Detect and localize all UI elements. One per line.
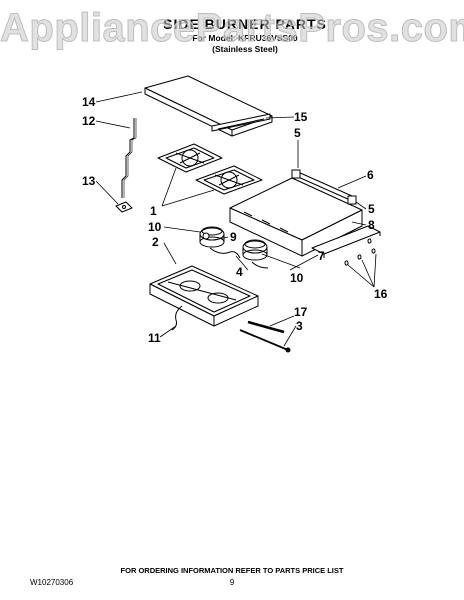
part-8-burner-box [229, 177, 363, 257]
model-line: For Model: KFRU36VSS00 [192, 33, 298, 43]
callout-11: 11 [148, 331, 161, 345]
part-13-clip [115, 201, 133, 213]
part-14-cover [144, 75, 273, 137]
part-10-burner-right [242, 239, 268, 261]
part-11-wire [171, 305, 183, 331]
callout-8: 8 [368, 218, 375, 232]
callout-3: 3 [296, 319, 303, 333]
callout-6: 6 [367, 168, 374, 182]
part-12-bracket [121, 118, 135, 198]
part-16-screws [344, 238, 376, 266]
part-15-strip [211, 113, 271, 132]
callout-10-left: 10 [148, 220, 162, 234]
part-17-rod [247, 320, 285, 334]
callout-12: 12 [82, 114, 96, 128]
callout-15: 15 [294, 110, 308, 124]
leader-lines [95, 91, 377, 347]
callout-1: 1 [150, 204, 157, 218]
callout-13: 13 [82, 174, 96, 188]
ordering-note: FOR ORDERING INFORMATION REFER TO PARTS … [120, 566, 344, 575]
callout-2: 2 [152, 235, 159, 249]
callout-10-right: 10 [290, 271, 304, 285]
callout-7: 7 [318, 249, 325, 263]
document-number: W10270306 [30, 578, 74, 587]
part-7-tray [311, 225, 381, 258]
part-6-rod [291, 169, 357, 205]
callout-17: 17 [294, 305, 308, 319]
part-1-grate-left [157, 143, 223, 173]
part-4-igniter-wires [209, 247, 269, 269]
callout-5-bottom: 5 [368, 202, 375, 216]
page-title: SIDE BURNER PARTS [163, 16, 327, 32]
callout-5-top: 5 [294, 126, 301, 140]
model-info: For Model: KFRU36VSS00 (Stainless Steel) [150, 33, 340, 55]
callout-14: 14 [82, 95, 96, 109]
part-2-burner-base [149, 265, 259, 327]
callout-4: 4 [236, 265, 243, 279]
page-number: 9 [229, 578, 235, 587]
part-9-burner-cap [202, 232, 210, 240]
callout-9: 9 [230, 230, 237, 244]
part-1-grate-right [195, 165, 263, 195]
finish-line: (Stainless Steel) [212, 44, 278, 54]
part-3-rod [239, 329, 291, 353]
callout-16: 16 [374, 287, 388, 301]
